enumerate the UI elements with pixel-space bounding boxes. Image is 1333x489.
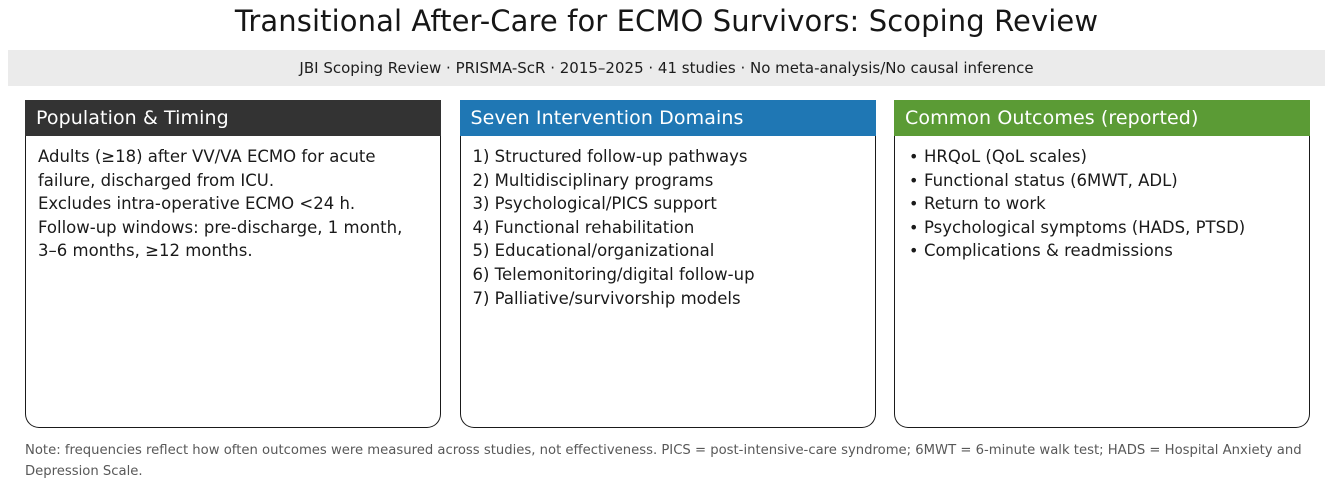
- panel1-line: Adults (≥18) after VV/VA ECMO for acute: [38, 147, 376, 166]
- list-item: 3) Psychological/PICS support: [472, 194, 717, 214]
- intervention-domains-list: 1) Structured follow-up pathways 2) Mult…: [473, 145, 863, 310]
- list-item: 7) Palliative/survivorship models: [472, 288, 741, 308]
- list-item: 6) Telemonitoring/digital follow-up: [472, 264, 755, 284]
- panel-population-timing: Population & Timing Adults (≥18) after V…: [25, 100, 441, 428]
- subtitle-band: JBI Scoping Review · PRISMA-ScR · 2015–2…: [8, 50, 1325, 86]
- page-title: Transitional After-Care for ECMO Survivo…: [234, 4, 1099, 38]
- list-item: 1) Structured follow-up pathways: [472, 147, 748, 166]
- panel-header-population-timing: Population & Timing: [25, 100, 441, 136]
- list-item: Psychological symptoms (HADS, PTSD): [907, 216, 1297, 240]
- panel1-line: failure, discharged from ICU.: [38, 170, 275, 190]
- panel-header-intervention-domains: Seven Intervention Domains: [459, 100, 876, 136]
- common-outcomes-list: HRQoL (QoL scales) Functional status (6M…: [907, 145, 1297, 263]
- footnote-text: Note: frequencies reflect how often outc…: [25, 443, 1302, 479]
- panel-body-intervention-domains: 1) Structured follow-up pathways 2) Mult…: [459, 136, 876, 428]
- panel-common-outcomes: Common Outcomes (reported) HRQoL (QoL sc…: [894, 100, 1310, 428]
- panel1-line: 3–6 months, ≥12 months.: [38, 241, 253, 261]
- panel1-line: Follow-up windows: pre-discharge, 1 mont…: [38, 217, 403, 237]
- list-item: 5) Educational/organizational: [472, 241, 715, 261]
- list-item: 4) Functional rehabilitation: [472, 217, 695, 237]
- panel-body-population-timing: Adults (≥18) after VV/VA ECMO for acute …: [25, 136, 441, 428]
- panel-header-common-outcomes: Common Outcomes (reported): [894, 100, 1310, 136]
- list-item: 2) Multidisciplinary programs: [472, 170, 714, 190]
- panel-body-common-outcomes: HRQoL (QoL scales) Functional status (6M…: [894, 136, 1310, 428]
- panels-row: Population & Timing Adults (≥18) after V…: [25, 100, 1310, 428]
- list-item: HRQoL (QoL scales): [907, 145, 1297, 169]
- subtitle-text: JBI Scoping Review · PRISMA-ScR · 2015–2…: [299, 59, 1034, 77]
- list-item: Complications & readmissions: [907, 239, 1297, 263]
- panel1-line: Excludes intra-operative ECMO <24 h.: [38, 194, 356, 214]
- panel-intervention-domains: Seven Intervention Domains 1) Structured…: [459, 100, 876, 428]
- list-item: Return to work: [907, 192, 1297, 216]
- list-item: Functional status (6MWT, ADL): [907, 169, 1297, 193]
